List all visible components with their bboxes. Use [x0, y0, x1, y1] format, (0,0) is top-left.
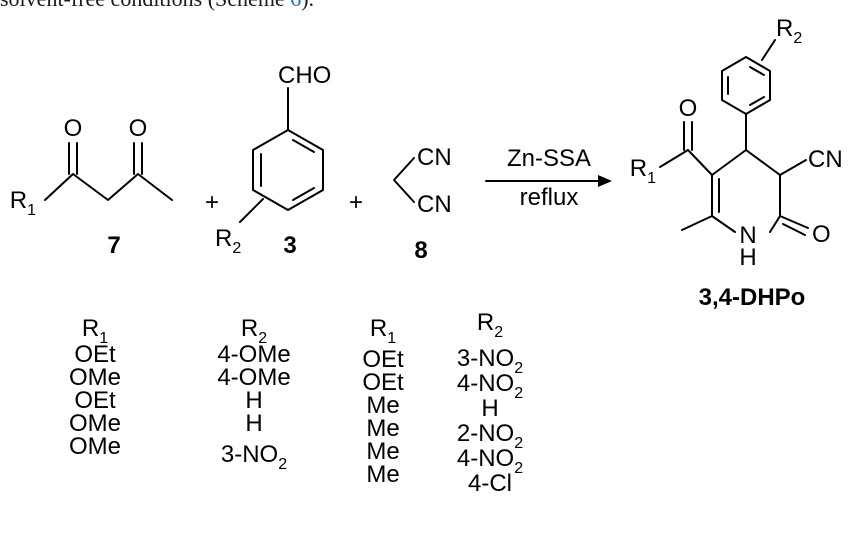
col4-value-5-main: 4-NO	[457, 445, 514, 472]
col3-header-subscript: 1	[387, 330, 396, 347]
col2-value-1: 4-OMe	[217, 341, 290, 368]
caption-text: solvent-free conditions (Scheme 6).	[0, 0, 314, 12]
product-r2-letter: R	[776, 15, 793, 42]
col4-value-5-subscript: 2	[514, 460, 523, 477]
product-r2-subscript: 2	[793, 30, 802, 47]
compound-3-label: 3	[283, 232, 296, 259]
col4-header: R2	[477, 309, 503, 341]
col4-header-subscript: 2	[494, 324, 503, 341]
compound-3-cho-group: CHO	[278, 62, 331, 89]
col3-header: R1	[370, 315, 396, 347]
arrow-head	[598, 175, 612, 187]
col4-value-1: 3-NO2	[457, 345, 523, 377]
compound-7-oxygen-2: O	[129, 115, 148, 142]
col1-value-1: OEt	[74, 341, 116, 368]
product-nh-h: H	[739, 244, 756, 271]
col3-value-4: Me	[366, 415, 399, 442]
caption-tail: ).	[301, 0, 314, 11]
col1-header: R1	[82, 315, 108, 347]
col2-header-subscript: 2	[258, 330, 267, 347]
compound-7-oxygen-1: O	[64, 115, 83, 142]
compound-8-cn-top: CN	[417, 144, 452, 171]
caption-lead: solvent-free conditions (Scheme	[0, 0, 290, 11]
col2-value-2: 4-OMe	[217, 364, 290, 391]
compound-3-r2: R2	[215, 225, 241, 257]
compound-3-structure: CHO R2 3	[215, 62, 331, 259]
product-r2: R2	[776, 15, 802, 47]
col3-value-5: Me	[366, 438, 399, 465]
col3-value-1: OEt	[362, 346, 404, 373]
col4-value-3: H	[481, 395, 498, 422]
col4-value-2-subscript: 2	[514, 385, 523, 402]
col4-value-2: 4-NO2	[457, 370, 523, 402]
compound-8-label: 8	[414, 237, 427, 264]
col3-value-3: Me	[366, 392, 399, 419]
col4-value-5: 4-NO2	[457, 445, 523, 477]
col4-value-2-main: 4-NO	[457, 370, 514, 397]
product-r1-subscript: 1	[647, 170, 656, 187]
col1-header-letter: R	[82, 315, 99, 342]
compound-7-r1-subscript: 1	[27, 202, 36, 219]
col1-value-5: OMe	[69, 433, 121, 460]
col1-header-subscript: 1	[99, 330, 108, 347]
col1-value-2: OMe	[69, 364, 121, 391]
compound-7-label: 7	[107, 232, 120, 259]
col2-value-4: H	[245, 410, 262, 437]
catalyst-label: Zn-SSA	[507, 145, 591, 172]
col3-value-2: OEt	[362, 369, 404, 396]
compound-7-r1-letter: R	[10, 187, 27, 214]
condition-label: reflux	[520, 184, 579, 211]
col4-value-4-subscript: 2	[514, 435, 523, 452]
product-lactam-oxygen: O	[812, 221, 831, 248]
col2-header: R2	[241, 315, 267, 347]
col2-value-5: 3-NO2	[221, 441, 287, 473]
compound-7-structure: O O R1 7	[10, 115, 173, 259]
col4-value-1-subscript: 2	[514, 360, 523, 377]
plus-sign-1: +	[205, 189, 219, 216]
col1-value-4: OMe	[69, 410, 121, 437]
product-ketone-oxygen: O	[679, 95, 698, 122]
product-label: 3,4-DHPo	[699, 284, 806, 311]
col2-value-3: H	[245, 387, 262, 414]
col3-value-6: Me	[366, 461, 399, 488]
col2-value-5-main: 3-NO	[221, 441, 278, 468]
scheme-reference-link[interactable]: 6	[290, 0, 301, 11]
col4-value-1-main: 3-NO	[457, 345, 514, 372]
col4-value-6: 4-Cl	[468, 470, 512, 497]
compound-3-r2-letter: R	[215, 225, 232, 252]
col4-value-4: 2-NO2	[457, 420, 523, 452]
col2-value-5-subscript: 2	[278, 456, 287, 473]
reaction-arrow: Zn-SSA reflux	[485, 145, 612, 211]
col4-value-4-main: 2-NO	[457, 420, 514, 447]
col4-header-letter: R	[477, 309, 494, 336]
product-r1-letter: R	[630, 155, 647, 182]
col2-header-letter: R	[241, 315, 258, 342]
plus-sign-2: +	[349, 189, 363, 216]
compound-8-cn-bottom: CN	[417, 191, 452, 218]
compound-8-structure: CN CN 8	[393, 144, 452, 264]
product-structure: R2 N H O CN O R1	[630, 15, 843, 311]
col3-header-letter: R	[370, 315, 387, 342]
col1-value-3: OEt	[74, 387, 116, 414]
compound-7-r1: R1	[10, 187, 36, 219]
compound-3-r2-subscript: 2	[232, 240, 241, 257]
product-cn-group: CN	[808, 146, 843, 173]
product-r1: R1	[630, 155, 656, 187]
product-nh-n: N	[739, 222, 756, 249]
